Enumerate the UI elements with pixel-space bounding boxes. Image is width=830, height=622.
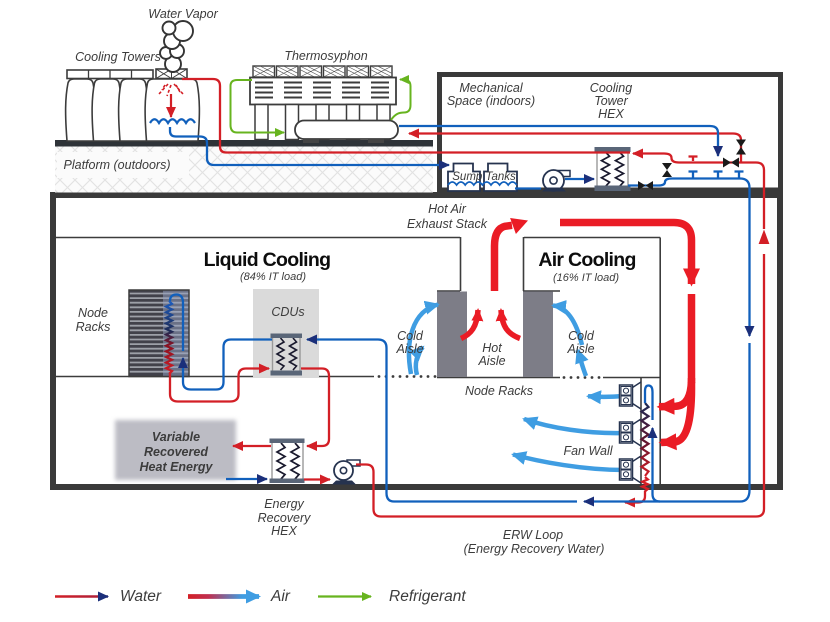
svg-text:HEX: HEX xyxy=(271,524,297,538)
svg-text:Recovery: Recovery xyxy=(258,511,312,525)
svg-text:Fan Wall: Fan Wall xyxy=(563,444,613,458)
svg-text:Space (indoors): Space (indoors) xyxy=(447,94,535,108)
svg-text:(84% IT load): (84% IT load) xyxy=(240,271,306,283)
svg-text:(16% IT load): (16% IT load) xyxy=(553,272,619,284)
svg-text:Racks: Racks xyxy=(76,320,111,334)
svg-text:Refrigerant: Refrigerant xyxy=(389,588,466,605)
svg-text:Tower: Tower xyxy=(594,94,628,108)
svg-text:HEX: HEX xyxy=(598,107,624,121)
svg-text:Node: Node xyxy=(78,306,108,320)
svg-text:Aisle: Aisle xyxy=(566,342,594,356)
svg-text:Hot: Hot xyxy=(482,341,502,355)
svg-text:Sump Tanks: Sump Tanks xyxy=(452,171,516,183)
svg-text:Liquid Cooling: Liquid Cooling xyxy=(204,249,331,271)
svg-text:Air: Air xyxy=(270,588,291,605)
svg-text:Heat Energy: Heat Energy xyxy=(140,460,214,474)
svg-text:CDUs: CDUs xyxy=(271,305,304,319)
svg-text:Cold: Cold xyxy=(568,329,595,343)
svg-text:Water: Water xyxy=(120,588,162,605)
svg-text:Platform (outdoors): Platform (outdoors) xyxy=(64,158,171,172)
svg-text:Hot Air: Hot Air xyxy=(428,202,467,216)
svg-text:Cold: Cold xyxy=(397,329,424,343)
svg-text:Recovered: Recovered xyxy=(144,445,208,459)
svg-text:Aisle: Aisle xyxy=(477,354,505,368)
svg-text:Cooling: Cooling xyxy=(590,81,632,95)
svg-text:Energy: Energy xyxy=(264,497,304,511)
svg-text:Thermosyphon: Thermosyphon xyxy=(284,49,367,63)
svg-text:Cooling Towers: Cooling Towers xyxy=(75,50,161,64)
svg-text:Aisle: Aisle xyxy=(395,342,423,356)
svg-text:Exhaust Stack: Exhaust Stack xyxy=(407,217,488,231)
svg-text:Water Vapor: Water Vapor xyxy=(148,7,218,21)
svg-text:Mechanical: Mechanical xyxy=(459,81,523,95)
svg-text:(Energy Recovery Water): (Energy Recovery Water) xyxy=(464,542,605,556)
svg-text:Variable: Variable xyxy=(152,430,200,444)
svg-text:ERW Loop: ERW Loop xyxy=(503,528,563,542)
svg-text:Air Cooling: Air Cooling xyxy=(538,249,635,271)
svg-text:Node Racks: Node Racks xyxy=(465,384,533,398)
